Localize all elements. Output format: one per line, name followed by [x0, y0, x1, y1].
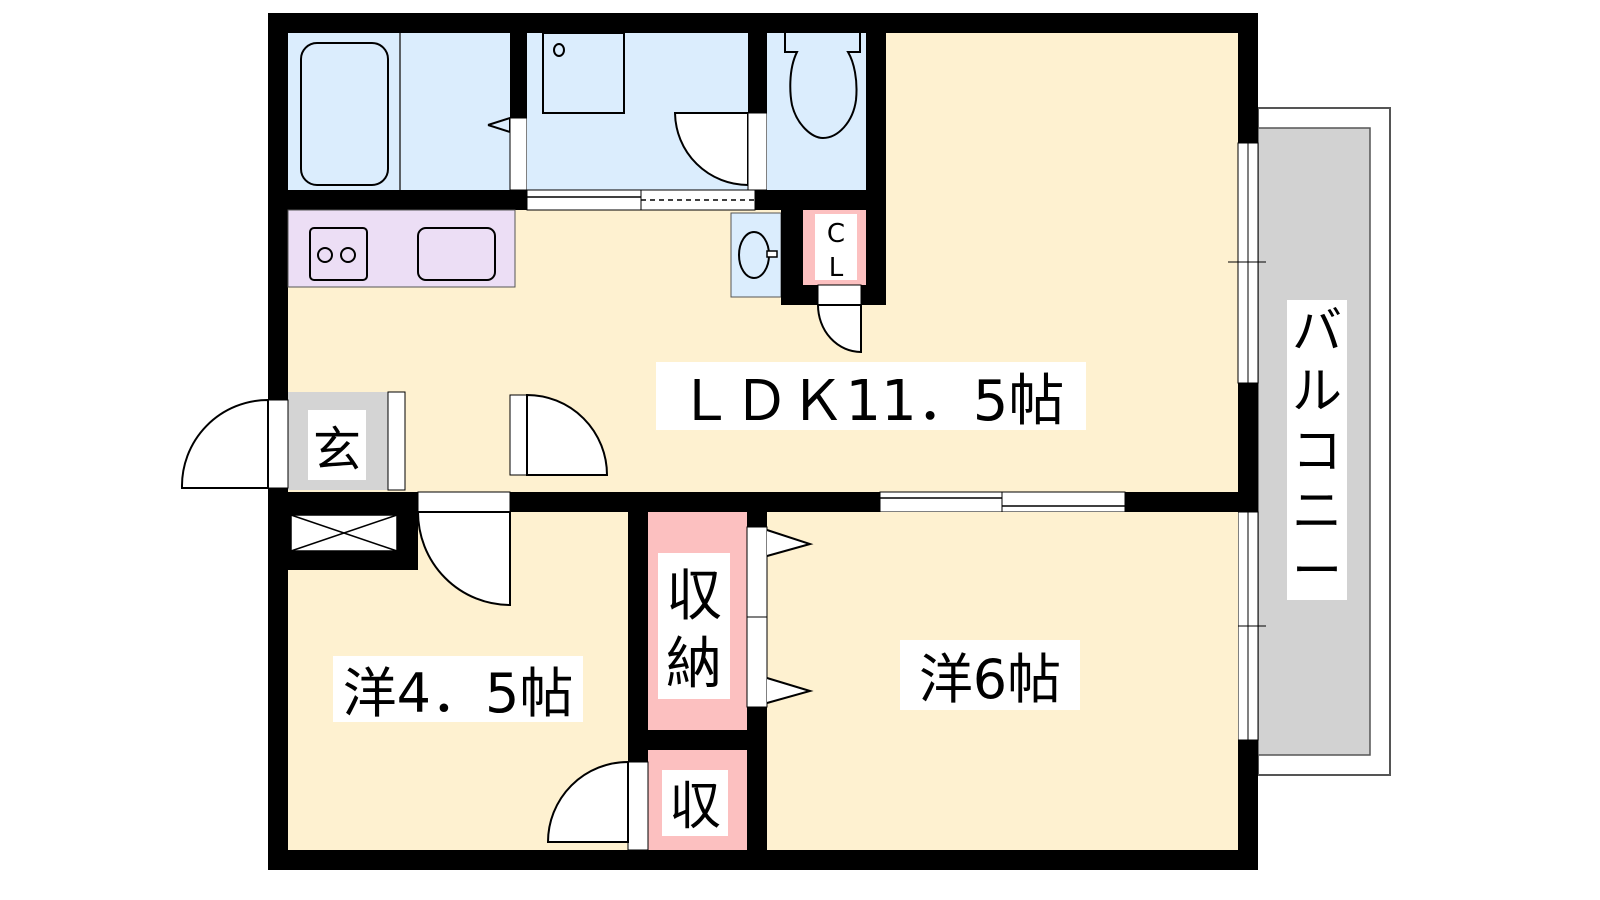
storage-large-label-2: 納: [666, 632, 722, 697]
western-large-label: 洋6帖: [919, 648, 1061, 711]
bathtub-icon: [300, 42, 389, 186]
balcony-label-4: ニ: [1292, 482, 1342, 540]
bathroom: [288, 33, 511, 190]
closet-label-l: L: [829, 253, 844, 283]
balcony-label-3: コ: [1292, 422, 1342, 480]
balcony-label-1: バ: [1292, 302, 1342, 360]
entrance-label: 玄: [313, 422, 361, 478]
kitchen-counter: [287, 209, 516, 288]
stove-icon: [309, 227, 368, 281]
ldk-label: ＬＤＫ11．5帖: [678, 369, 1065, 434]
western-small-label: 洋4．5帖: [343, 662, 574, 725]
toilet-room: [767, 33, 866, 190]
balcony-label-5: ー: [1292, 542, 1342, 600]
sliding-door-ldk[interactable]: [879, 491, 1126, 513]
sink-icon: [417, 227, 496, 281]
storage-small-label: 収: [669, 777, 721, 837]
toilet-icon: [784, 33, 861, 140]
balcony-label-2: ル: [1292, 362, 1342, 420]
room-door-small[interactable]: [416, 511, 511, 607]
washroom: [527, 32, 749, 190]
front-door[interactable]: [180, 398, 269, 489]
window-ldk: [1228, 142, 1266, 384]
balcony: [1257, 107, 1391, 776]
sliding-door[interactable]: [526, 189, 756, 211]
storage-large-label-1: 収: [666, 564, 722, 629]
hall-door[interactable]: [526, 393, 609, 476]
storage-small-door[interactable]: [546, 760, 629, 843]
wash-basin: [730, 212, 782, 298]
washing-machine-icon: [542, 32, 625, 114]
closet-label-c: C: [827, 219, 845, 249]
